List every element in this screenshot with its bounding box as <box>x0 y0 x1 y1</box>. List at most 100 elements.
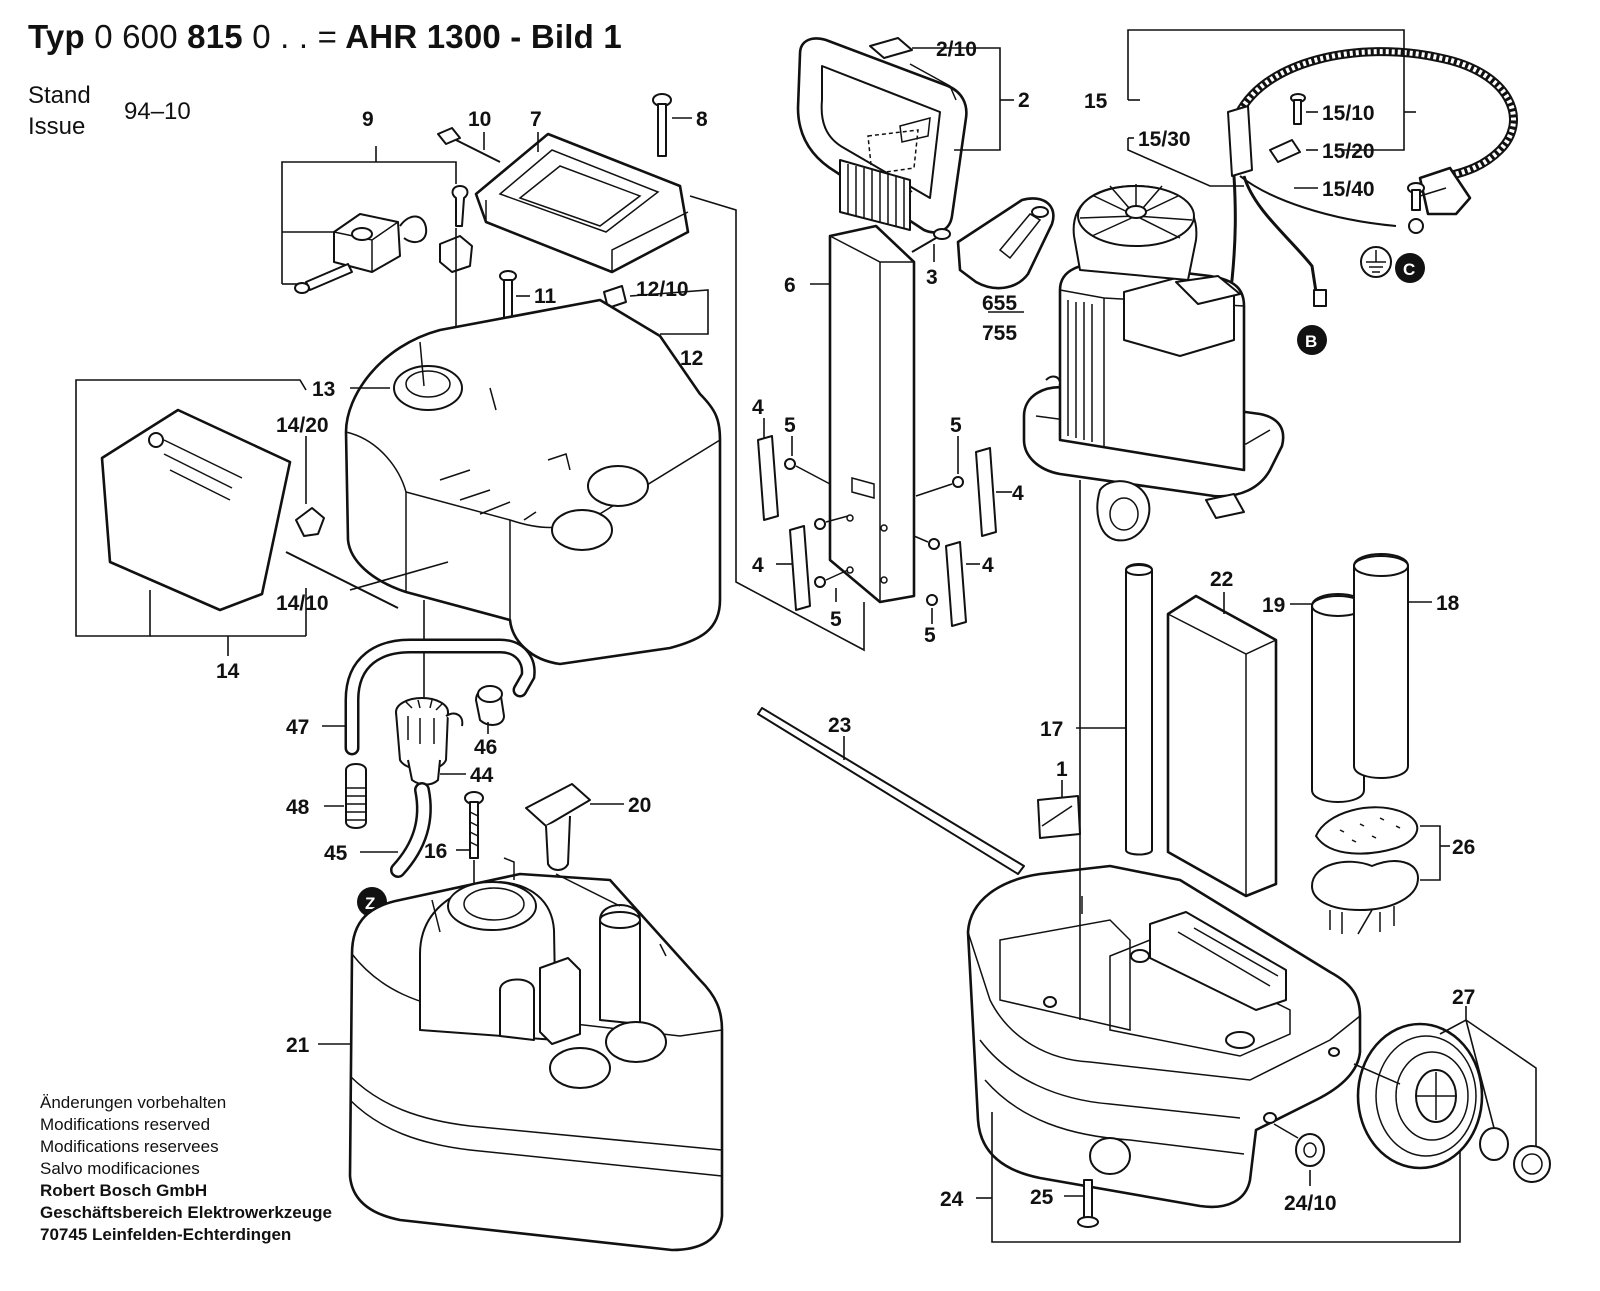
part-6-column: 6 <box>784 224 916 604</box>
lead-14-10 <box>349 561 449 591</box>
label-5a: 5 <box>784 414 796 437</box>
footer-company: Robert Bosch GmbH <box>40 1181 208 1200</box>
label-4d: 4 <box>982 554 994 577</box>
label-21: 21 <box>286 1034 310 1057</box>
part-24-chassis: 24 <box>940 864 1461 1243</box>
page-title: Typ 0 600 815 0 . . = AHR 1300 - Bild 1 <box>28 18 622 56</box>
title-model: AHR 1300 - Bild 1 <box>345 18 622 55</box>
motor-pump-assembly <box>1022 184 1285 542</box>
stand-block: Stand Issue <box>28 80 91 142</box>
part-19-filter: 19 <box>1262 593 1365 803</box>
part-48-nipple: 48 <box>286 763 367 829</box>
part-18-filter: 18 <box>1353 553 1460 779</box>
handle-grille <box>839 159 911 231</box>
marker-b-label: B <box>1305 332 1317 351</box>
title-number-1: 0 600 <box>94 18 178 55</box>
marker-c-label: C <box>1403 260 1415 279</box>
lead-frame-to-column <box>689 195 865 652</box>
part-27-wheel: 27 <box>1353 986 1551 1183</box>
label-14-10: 14/10 <box>276 592 329 615</box>
part-5-washers: 5 5 5 5 <box>784 414 964 647</box>
part-9-switch-assembly: 9 <box>281 108 473 340</box>
stand-label: Stand <box>28 82 91 109</box>
part-20-clip: 20 <box>525 783 651 871</box>
label-11: 11 <box>534 285 557 308</box>
label-13: 13 <box>312 378 335 401</box>
part-24-10-washer: 24/10 <box>1273 1123 1337 1215</box>
part-13-upper-housing: 13 <box>312 298 722 666</box>
label-47: 47 <box>286 716 309 739</box>
label-24-10: 24/10 <box>1284 1192 1337 1215</box>
label-16: 16 <box>424 840 447 863</box>
label-2: 2 <box>1018 89 1030 112</box>
label-14-20: 14/20 <box>276 414 329 437</box>
marker-c <box>1395 253 1425 283</box>
label-2-10: 2/10 <box>936 38 977 61</box>
label-15-20: 15/20 <box>1322 140 1375 163</box>
label-14: 14 <box>216 660 240 683</box>
part-4-rails: 4 4 4 4 <box>752 396 1024 627</box>
marker-b <box>1297 325 1327 355</box>
label-15-10: 15/10 <box>1322 102 1375 125</box>
title-number-3: 0 . . = <box>252 18 338 55</box>
part-25-screw: 25 <box>1030 1179 1099 1228</box>
part-21-lower-housing: 21 <box>286 857 724 1252</box>
title-typ: Typ <box>28 18 85 55</box>
part-7-frame: 7 <box>474 108 690 274</box>
part-44-valve: 44 <box>395 697 494 787</box>
label-22: 22 <box>1210 568 1233 591</box>
part-46-connector: 46 <box>474 685 505 759</box>
part-8-screw: 8 <box>652 93 708 157</box>
label-24: 24 <box>940 1188 964 1211</box>
label-10: 10 <box>468 108 491 131</box>
label-44: 44 <box>470 764 494 787</box>
label-17: 17 <box>1040 718 1063 741</box>
part-26-holder: 26 <box>1311 806 1475 935</box>
label-5b: 5 <box>950 414 962 437</box>
part-45-hose: 45 Z <box>324 782 432 917</box>
label-1: 1 <box>1056 758 1068 781</box>
part-14-cover: 14/20 14/10 14 <box>75 379 399 683</box>
stand-date: 94–10 <box>124 98 191 125</box>
part-655-latch: 655 755 <box>956 197 1055 345</box>
issue-label: Issue <box>28 113 86 140</box>
footer-line-es: Salvo modificaciones <box>40 1159 200 1178</box>
footer-notice: Änderungen vorbehalten Modifications res… <box>40 1092 332 1246</box>
marker-z-label: Z <box>365 894 375 913</box>
label-12-10: 12/10 <box>636 278 689 301</box>
label-8: 8 <box>696 108 708 131</box>
part-2-handle: 2/10 2 <box>796 37 1030 234</box>
label-655: 655 <box>982 292 1017 315</box>
label-755: 755 <box>982 322 1017 345</box>
label-15-30: 15/30 <box>1138 128 1191 151</box>
label-25: 25 <box>1030 1186 1054 1209</box>
label-48: 48 <box>286 796 310 819</box>
label-12: 12 <box>680 347 703 370</box>
part-23-rod: 23 <box>757 707 1025 875</box>
label-20: 20 <box>628 794 651 817</box>
label-27: 27 <box>1452 986 1475 1009</box>
footer-line-en: Modifications reserved <box>40 1115 211 1134</box>
label-23: 23 <box>828 714 851 737</box>
label-15: 15 <box>1084 90 1108 113</box>
part-17-rod: 17 <box>1040 563 1153 856</box>
label-26: 26 <box>1452 836 1475 859</box>
part-47-hose: 47 <box>286 638 536 756</box>
title-number-2: 815 <box>187 18 243 55</box>
part-11-screw: 11 <box>499 270 557 321</box>
label-15-40: 15/40 <box>1322 178 1375 201</box>
footer-division: Geschäftsbereich Elektrowerkzeuge <box>40 1203 332 1222</box>
label-5d: 5 <box>924 624 936 647</box>
footer-line-de: Änderungen vorbehalten <box>40 1093 227 1112</box>
part-3-screw: 3 <box>911 228 951 289</box>
label-4c: 4 <box>1012 482 1024 505</box>
label-6: 6 <box>784 274 796 297</box>
label-5c: 5 <box>830 608 842 631</box>
label-4a: 4 <box>752 396 764 419</box>
part-10-clip: 10 <box>437 108 501 163</box>
label-9: 9 <box>362 108 374 131</box>
part-22-filter-box: 22 <box>1166 568 1278 898</box>
footer-address: 70745 Leinfelden-Echterdingen <box>40 1225 292 1244</box>
label-3: 3 <box>926 266 938 289</box>
